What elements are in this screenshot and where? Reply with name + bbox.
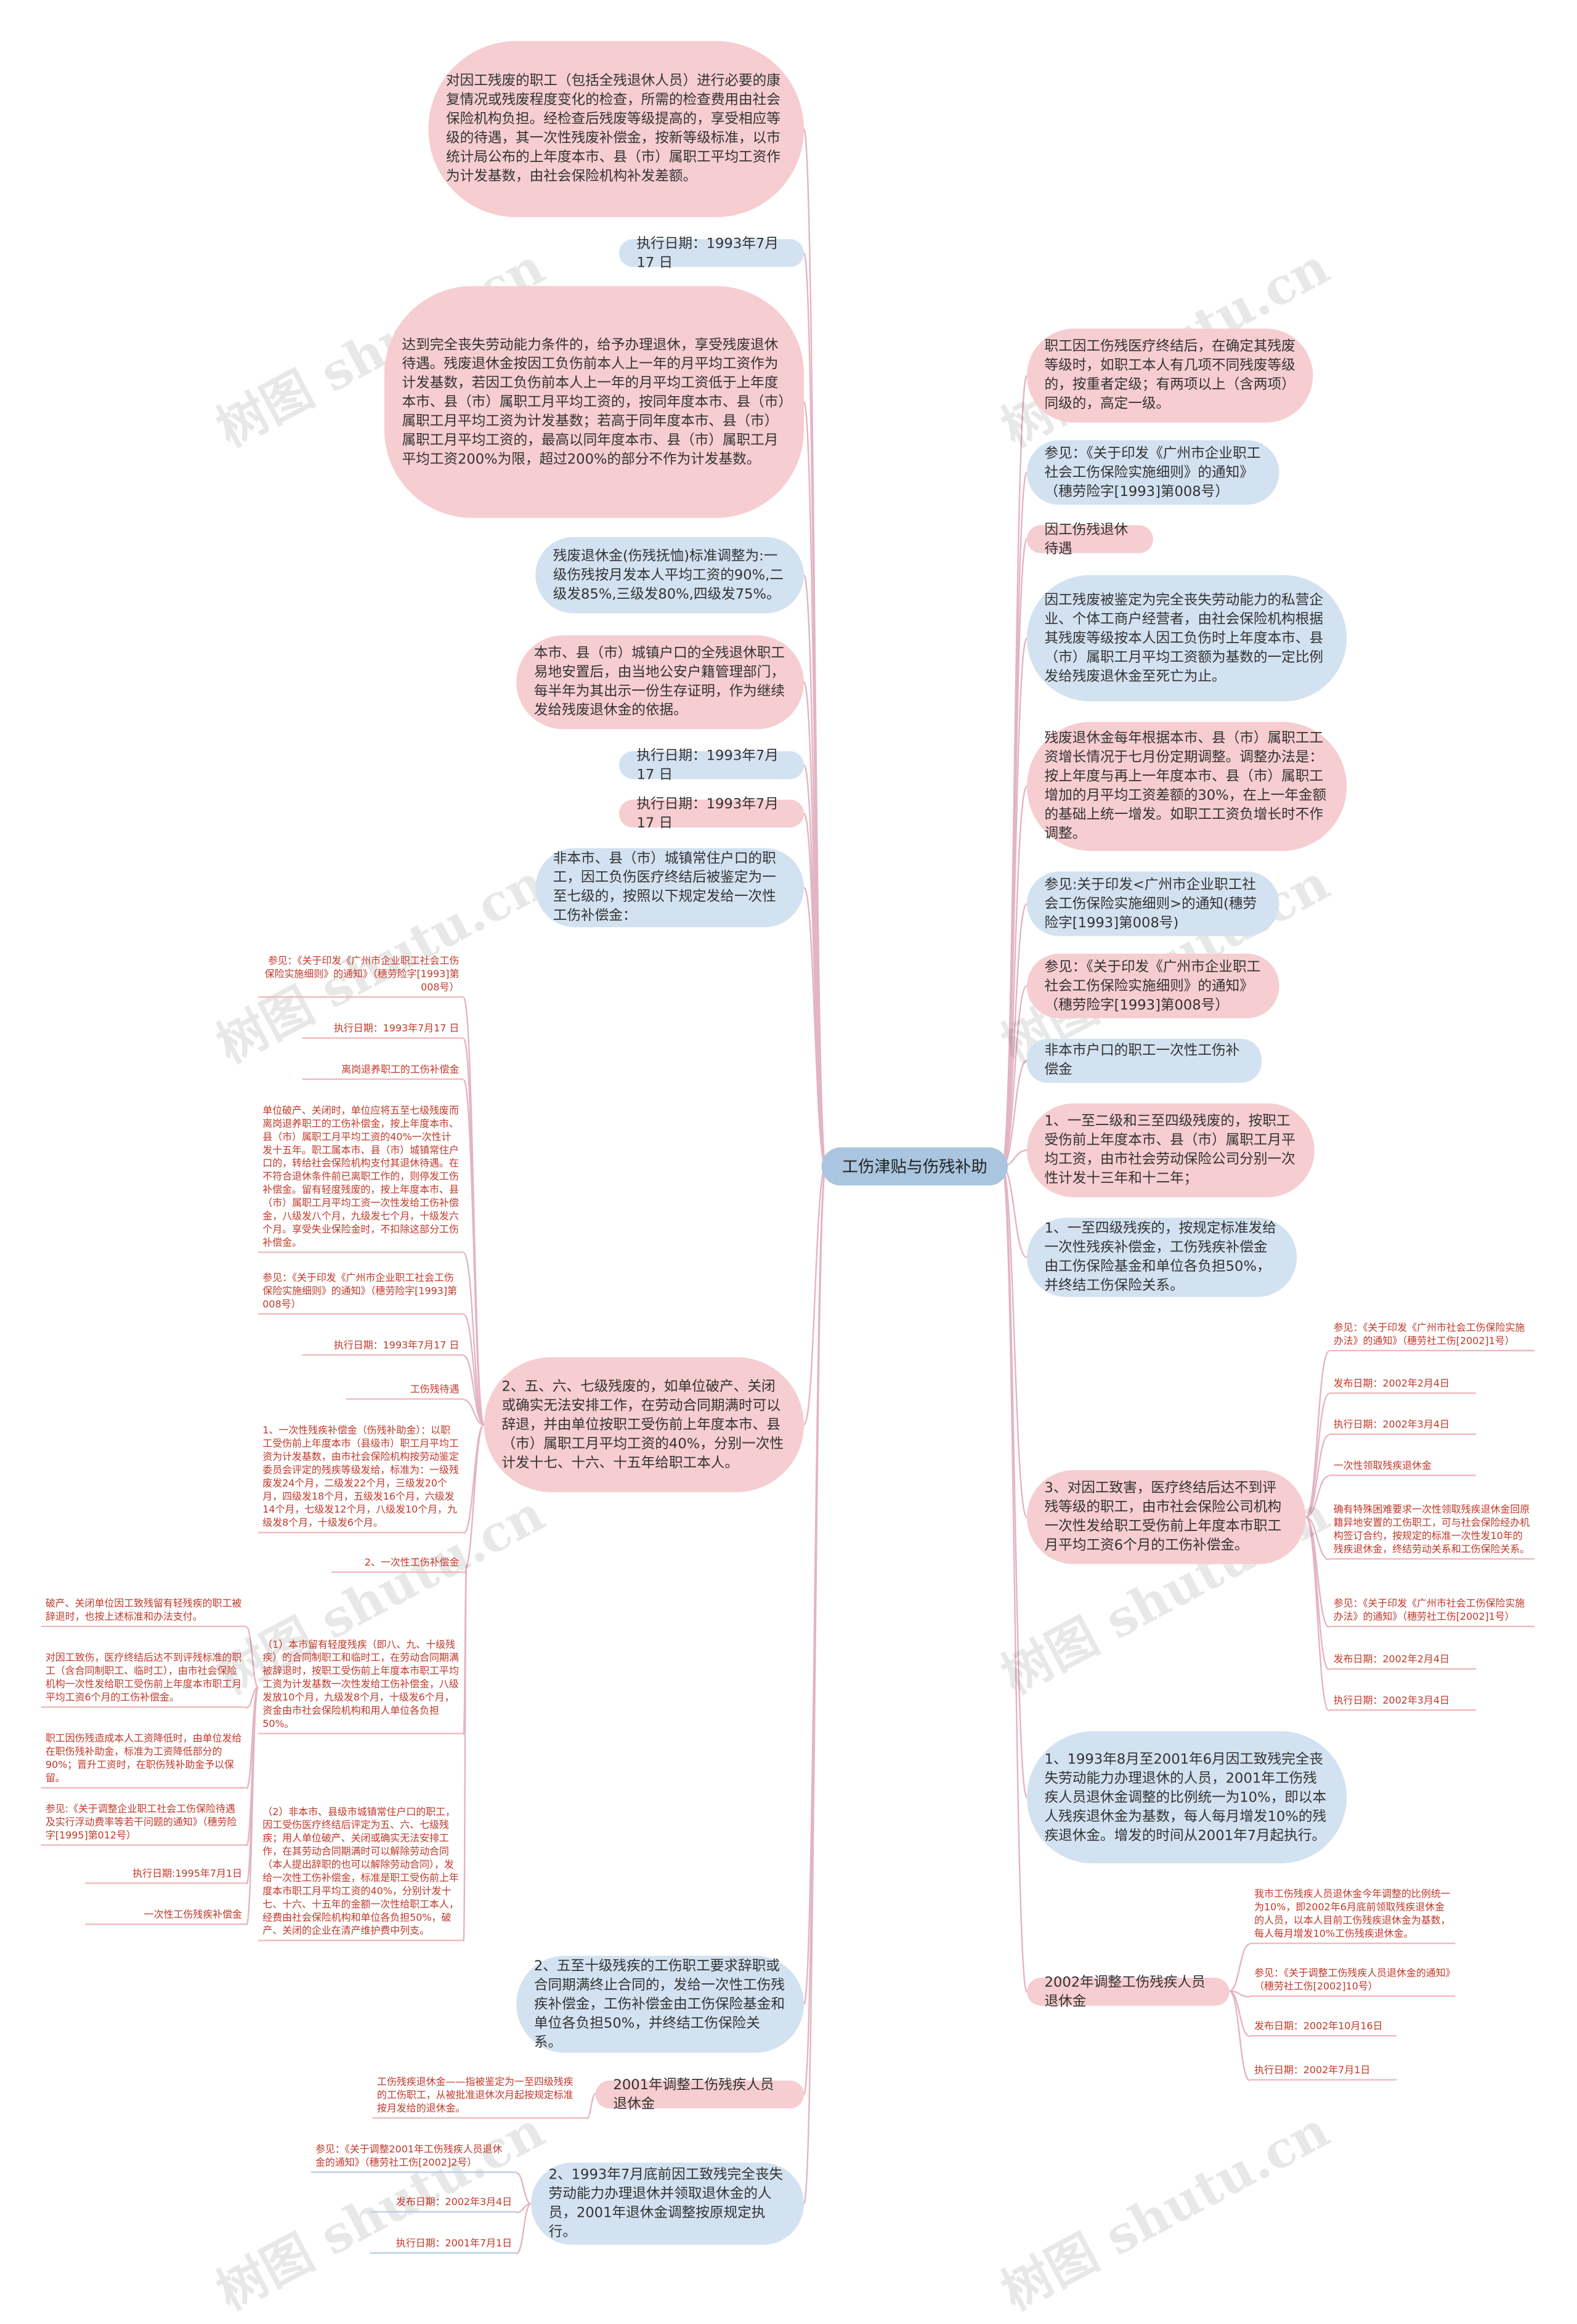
connector-line <box>586 2093 596 2119</box>
leaf-note[interactable]: 发布日期：2002年3月4日 <box>370 2195 517 2213</box>
leaf-note[interactable]: 发布日期：2002年2月4日 <box>1329 1652 1476 1670</box>
topic-node[interactable]: 因工残废被鉴定为完全丧失劳动能力的私营企业、个体工商户经营者，由社会保险机构根据… <box>1026 575 1347 702</box>
leaf-note[interactable]: 离岗退养职工的工伤补偿金 <box>302 1062 464 1080</box>
topic-node[interactable]: 1、一至二级和三至四级残废的，按职工受伤前上年度本市、县（市）属职工月平均工资，… <box>1026 1103 1315 1198</box>
topic-node[interactable]: 执行日期：1993年7月17 日 <box>618 796 805 831</box>
connector-line <box>463 1079 485 1426</box>
connector-line <box>803 1166 827 1426</box>
topic-node[interactable]: 2002年调整工伤残疾人员退休金 <box>1026 1974 1230 2009</box>
leaf-note[interactable]: 参见：《关于印发《广州市企业职工社会工伤保险实施细则》的通知》（穗劳险字[199… <box>258 954 464 998</box>
topic-node[interactable]: 3、对因工致害，医疗终结后达不到评残等级的职工，由市社会保险公司机构一次性发给职… <box>1026 1470 1306 1564</box>
topic-node[interactable]: 执行日期：1993年7月17 日 <box>618 235 805 270</box>
leaf-note[interactable]: 执行日期：2002年7月1日 <box>1249 2063 1397 2081</box>
connector-line <box>1001 1166 1028 1993</box>
leaf-note[interactable]: 参见：《关于印发《广州市社会工伤保险实施办法》的通知》（穗劳社工伤[2002]1… <box>1329 1320 1534 1352</box>
topic-node[interactable]: 非本市、县（市）城镇常住户口的职工，因工负伤医疗终结后被鉴定为一至七级的，按照以… <box>535 848 805 928</box>
connector-line <box>245 1686 259 1926</box>
connector-line <box>1229 1990 1251 2082</box>
connector-line <box>463 1355 485 1426</box>
connector-line <box>803 1166 827 2205</box>
connector-line <box>463 1399 485 1426</box>
connector-line <box>1001 1166 1028 1518</box>
central-topic[interactable]: 工伤津贴与伤残补助 <box>821 1147 1008 1186</box>
topic-node[interactable]: 残废退休金每年根据本市、县（市）属职工工资增长情况于七月份定期调整。调整办法是：… <box>1026 721 1347 851</box>
leaf-note[interactable]: 确有特殊困难要求一次性领取残疾退休金回原籍异地安置的工伤职工，可与社会保险经办机… <box>1329 1503 1534 1560</box>
topic-node[interactable]: 对因工残废的职工（包括全残退休人员）进行必要的康复情况或残废程度变化的检查，所需… <box>428 41 805 217</box>
topic-node[interactable]: 本市、县（市）城镇户口的全残退休职工易地安置后，由当地公安户籍管理部门，每半年为… <box>516 635 805 729</box>
topic-node[interactable]: 残废退休金(伤残抚恤)标准调整为:一级伤残按月发本人平均工资的90%,二级发85… <box>535 537 805 614</box>
topic-node[interactable]: 2、五、六、七级残废的，如单位破产、关闭或确实无法安排工作，在劳动合同期满时可以… <box>484 1357 805 1492</box>
topic-node[interactable]: 参见:关于印发<广州市企业职工社会工伤保险实施细则>的通知(穗劳险字[1993]… <box>1026 871 1279 937</box>
connector-line <box>463 1424 485 1574</box>
connector-line <box>1001 637 1028 1168</box>
leaf-note[interactable]: 参见：《关于印发《广州市社会工伤保险实施办法》的通知》（穗劳社工伤[2002]1… <box>1329 1596 1534 1627</box>
leaf-note[interactable]: 参见：《关于印发《广州市企业职工社会工伤保险实施细则》的通知》（穗劳险字[199… <box>258 1270 464 1315</box>
leaf-note[interactable]: 发布日期：2002年2月4日 <box>1329 1376 1476 1394</box>
leaf-note[interactable]: 2、一次性工伤补偿金 <box>331 1555 464 1573</box>
leaf-note[interactable]: 参见：《关于调整工伤残疾人员退休金的通知》（穗劳社工伤[2002]10号） <box>1249 1966 1456 1997</box>
leaf-note[interactable]: 一次性领取残疾退休金 <box>1329 1458 1476 1476</box>
leaf-note[interactable]: （2）非本市、县级市城镇常住户口的职工，因工受伤医疗终结后评定为五、六、七级残疾… <box>258 1805 464 1941</box>
topic-node[interactable]: 达到完全丧失劳动能力条件的，给予办理退休，享受残废退休待遇。残废退休金按因工负伤… <box>384 286 805 518</box>
leaf-note[interactable]: 执行日期：1993年7月17 日 <box>302 1338 464 1356</box>
leaf-note[interactable]: 职工因伤残造成本人工资降低时，由单位发给在职伤残补助金，标准为工资降低部分的90… <box>41 1731 247 1789</box>
leaf-note[interactable]: 执行日期：2001年7月1日 <box>370 2236 517 2254</box>
leaf-note[interactable]: 一次性工伤残疾补偿金 <box>85 1908 247 1925</box>
leaf-note[interactable]: 对因工致伤，医疗终结后达不到评残标准的职工（含合同制职工、临时工），由市社会保险… <box>41 1651 247 1708</box>
leaf-note[interactable]: 破产、关闭单位因工致残留有轻残疾的职工被辞退时，也按上述标准和办法支付。 <box>41 1596 247 1627</box>
leaf-note[interactable]: 执行日期：2002年3月4日 <box>1329 1693 1476 1711</box>
leaf-note[interactable]: 参见:《关于调整企业职工社会工伤保险待遇及实行浮动费率等若干问题的通知》（穗劳险… <box>41 1802 247 1846</box>
connector-line <box>246 1686 259 1709</box>
leaf-note[interactable]: 执行日期：1993年7月17 日 <box>302 1021 464 1039</box>
connector-line <box>516 2172 532 2205</box>
leaf-note[interactable]: 参见：《关于调整2001年工伤残疾人员退休金的通知》（穗劳社工伤[2002]2号… <box>310 2142 517 2173</box>
topic-node[interactable]: 1、一至四级残疾的，按规定标准发给一次性残疾补偿金，工伤残疾补偿金由工伤保险基金… <box>1026 1217 1297 1298</box>
topic-node[interactable]: 职工因工伤残医疗终结后，在确定其残废等级时，如职工本人有几项不同残废等级的，按重… <box>1026 328 1313 423</box>
leaf-note[interactable]: 1、一次性残疾补偿金（伤残补助金）：以职工受伤前上年度本市（县级市）职工月平均工… <box>258 1423 464 1534</box>
leaf-note[interactable]: 工伤残待遇 <box>346 1382 464 1400</box>
topic-node[interactable]: 因工伤残退休待遇 <box>1026 522 1153 557</box>
connector-line <box>1001 985 1028 1168</box>
topic-node[interactable]: 参见：《关于印发《广州市企业职工社会工伤保险实施细则》的通知》（穗劳险字[199… <box>1026 953 1279 1018</box>
connector-line <box>1305 1475 1329 1518</box>
connector-line <box>1305 1516 1329 1561</box>
leaf-note[interactable]: 我市工伤残疾人员退休金今年调整的比例统一为10%，即2002年6月底前领取残疾退… <box>1249 1887 1456 1944</box>
connector-line <box>1305 1516 1330 1712</box>
connector-line <box>463 1252 485 1426</box>
connector-line <box>1305 1434 1330 1518</box>
connector-line <box>463 1564 468 1942</box>
connector-line <box>245 1626 259 1688</box>
topic-node[interactable]: 2、1993年7月底前因工致残完全丧失劳动能力办理退休并领取退休金的人员，200… <box>531 2163 805 2245</box>
leaf-note[interactable]: 单位破产、关闭时，单位应将五至七级残废而离岗退养职工的工伤补偿金，按上年度本市、… <box>258 1103 464 1253</box>
topic-node[interactable]: 执行日期：1993年7月17 日 <box>618 747 805 782</box>
topic-node[interactable]: 参见：《关于印发《广州市企业职工社会工伤保险实施细则》的通知》（穗劳险字[199… <box>1026 440 1279 505</box>
leaf-note[interactable]: 执行日期:1995年7月1日 <box>85 1866 247 1884</box>
topic-node[interactable]: 2、五至十级残疾的工伤职工要求辞职或合同期满终止合同的，发给一次性工伤残疾补偿金… <box>516 1956 805 2053</box>
topic-node[interactable]: 1、1993年8月至2001年6月因工致残完全丧失劳动能力办理退休的人员，200… <box>1026 1731 1347 1864</box>
leaf-note[interactable]: （1）本市留有轻度残疾（即八、九、十级残疾）的合同制职工和临时工，在劳动合同期满… <box>258 1638 464 1734</box>
topic-node[interactable]: 非本市户口的职工一次性工伤补偿金 <box>1026 1039 1262 1083</box>
connector-line <box>1229 1943 1251 1992</box>
leaf-note[interactable]: 工伤残疾退休金——指被鉴定为一至四级残疾的工伤职工，从被批准退休次月起按规定标准… <box>372 2074 587 2119</box>
connector-line <box>516 2203 532 2255</box>
leaf-note[interactable]: 发布日期：2002年10月16日 <box>1249 2019 1397 2037</box>
topic-node[interactable]: 2001年调整工伤残疾人员退休金 <box>595 2077 805 2112</box>
connector-line <box>803 887 827 1168</box>
leaf-note[interactable]: 执行日期：2002年3月4日 <box>1329 1417 1476 1436</box>
